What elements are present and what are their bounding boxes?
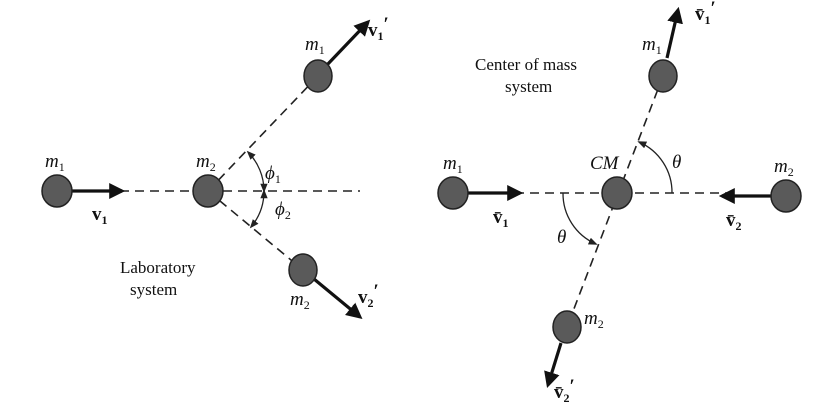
cm-v2bar-p-label: v̄2′	[554, 376, 575, 405]
laboratory-panel: m1 v1 m2 m1 v1′ m2 v2′ ϕ1 ϕ2 Laboratory …	[41, 14, 389, 320]
phi1-label: ϕ1	[265, 163, 281, 186]
lab-v1p-arrow	[324, 19, 371, 68]
cm-m1-in-label: m1	[443, 153, 463, 176]
cm-cm-label: CM	[590, 153, 620, 174]
phi2-label: ϕ2	[275, 199, 291, 222]
theta-lower-arc	[562, 192, 598, 245]
cm-v2bar-label: v̄2	[726, 210, 742, 233]
cm-v2bar-p-arrow	[544, 342, 563, 389]
lab-m2-scattered-ball	[288, 253, 318, 287]
cm-v1bar-label: v̄1	[493, 207, 509, 230]
cm-m1-out-label: m1	[642, 34, 662, 57]
phi2-arc	[249, 189, 268, 229]
lab-m1-scattered-ball	[303, 59, 333, 93]
cm-m2-in-label: m2	[774, 156, 794, 179]
lab-v2p-label: v2′	[358, 281, 379, 310]
theta-lower-label: θ	[557, 227, 566, 248]
lab-m1-scatter-path	[207, 75, 319, 192]
lab-v2p-arrow	[312, 277, 363, 320]
phi1-arc	[246, 150, 268, 193]
center-of-mass-panel: Center of mass system m1 v̄1 CM m2 v̄2 m…	[437, 0, 802, 405]
lab-m2-center-label: m2	[196, 151, 216, 174]
cm-m2-incoming-ball	[770, 179, 802, 213]
cm-v1bar-p-label: v̄1′	[695, 0, 716, 27]
cm-center-ball	[601, 176, 633, 210]
lab-m2-target-ball	[192, 174, 224, 208]
lab-v1p-label: v1′	[368, 14, 389, 43]
cm-caption-line1: Center of mass	[475, 55, 577, 74]
lab-m2-scatter-path	[207, 190, 304, 271]
theta-upper-label: θ	[672, 152, 681, 173]
lab-m1-out-label: m1	[305, 34, 325, 57]
cm-v1bar-p-arrow	[665, 6, 683, 59]
lab-caption-line2: system	[130, 280, 177, 299]
lab-m1-incoming-ball	[41, 174, 73, 208]
cm-m1-incoming-ball	[437, 176, 469, 210]
cm-m2-out-label: m2	[584, 308, 604, 331]
cm-caption-line2: system	[505, 77, 552, 96]
lab-v1-label: v1	[92, 204, 108, 227]
cm-m1-scattered-ball	[648, 59, 678, 93]
lab-m1-in-label: m1	[45, 151, 65, 174]
theta-upper-arc	[637, 141, 673, 194]
cm-m2-scattered-ball	[552, 310, 582, 344]
lab-m2-out-label: m2	[290, 289, 310, 312]
lab-caption-line1: Laboratory	[120, 258, 196, 277]
